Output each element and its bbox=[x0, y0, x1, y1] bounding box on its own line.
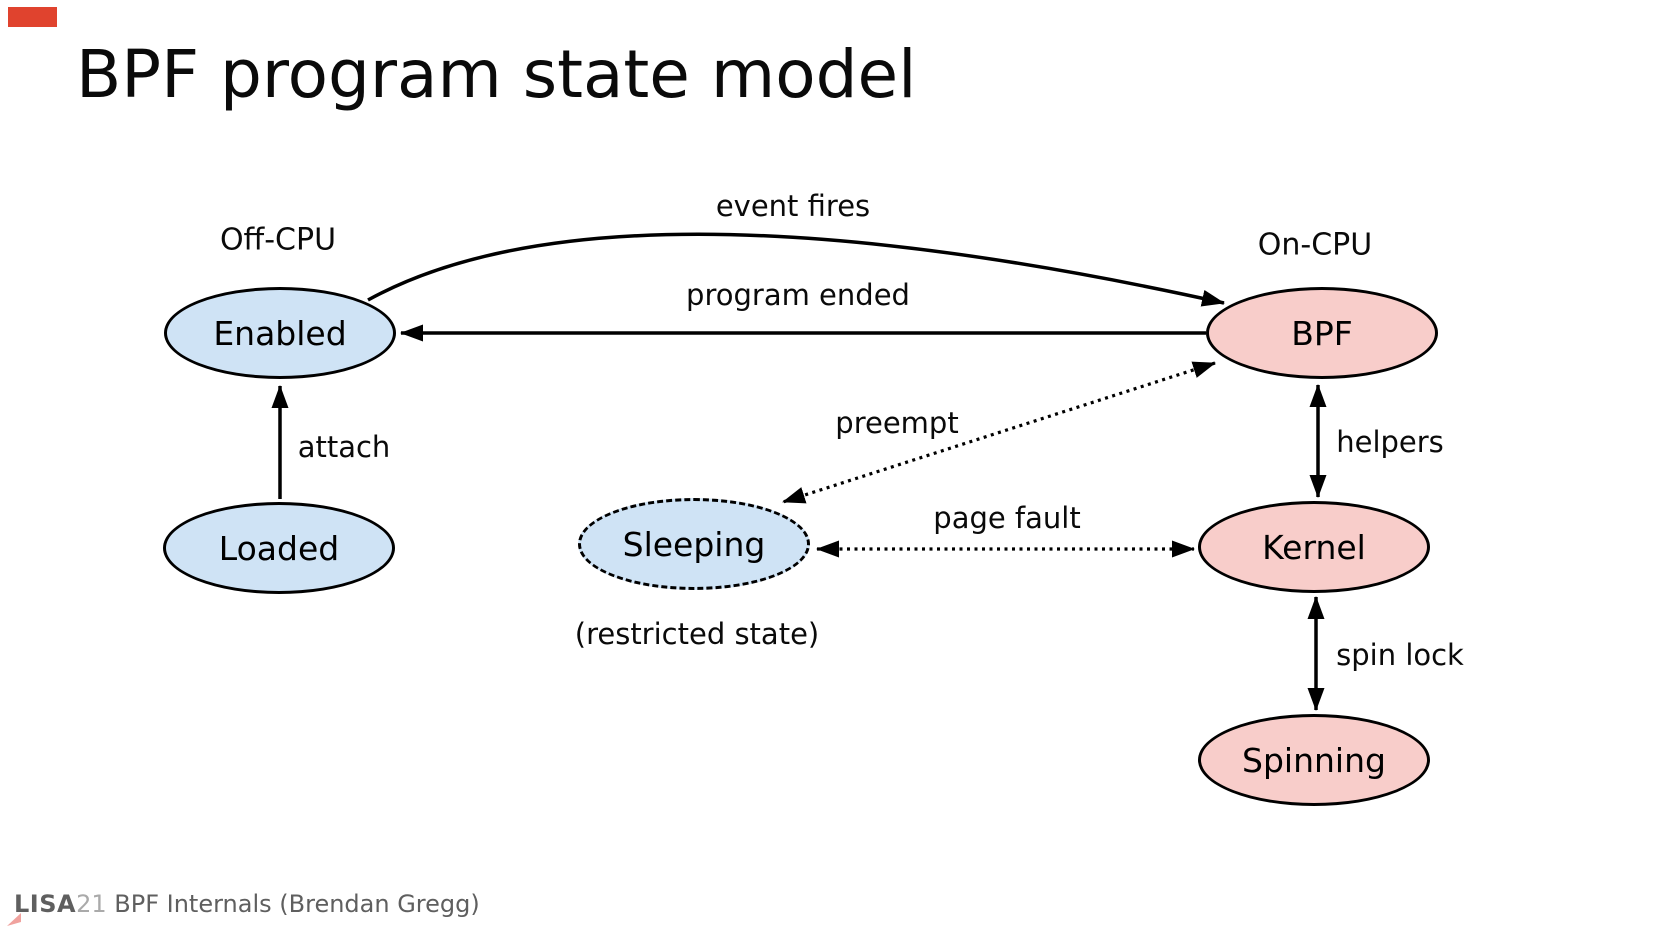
footer-brand: LISA bbox=[14, 890, 77, 918]
state-node-sleeping: Sleeping bbox=[578, 498, 810, 590]
footer: LISA21 BPF Internals (Brendan Gregg) bbox=[14, 890, 480, 918]
edge-label-event-fires: event fires bbox=[715, 189, 871, 223]
state-node-kernel: Kernel bbox=[1198, 501, 1430, 593]
region-label-off-cpu: Off-CPU bbox=[219, 222, 337, 258]
footer-brand-year: 21 bbox=[76, 890, 107, 918]
edge-label-program-ended: program ended bbox=[686, 278, 910, 312]
edge-label-attach: attach bbox=[297, 430, 391, 464]
state-node-bpf: BPF bbox=[1206, 287, 1438, 379]
state-node-loaded: Loaded bbox=[163, 502, 395, 594]
edge-label-preempt: preempt bbox=[835, 406, 959, 440]
region-label-on-cpu: On-CPU bbox=[1257, 227, 1373, 263]
note-restricted-state: (restricted state) bbox=[574, 617, 820, 651]
state-node-enabled: Enabled bbox=[164, 287, 396, 379]
state-node-kernel-label: Kernel bbox=[1262, 527, 1366, 567]
state-node-bpf-label: BPF bbox=[1291, 313, 1353, 353]
edge-label-page-fault: page fault bbox=[933, 501, 1081, 535]
state-node-spinning: Spinning bbox=[1198, 714, 1430, 806]
state-node-sleeping-label: Sleeping bbox=[622, 524, 766, 564]
state-node-loaded-label: Loaded bbox=[218, 528, 340, 568]
state-node-enabled-label: Enabled bbox=[213, 313, 347, 353]
footer-credit: BPF Internals (Brendan Gregg) bbox=[106, 890, 480, 918]
edge-label-helpers: helpers bbox=[1336, 425, 1444, 459]
edge-label-spin-lock: spin lock bbox=[1336, 638, 1464, 672]
top-left-red-bar bbox=[8, 7, 57, 27]
state-node-spinning-label: Spinning bbox=[1242, 740, 1386, 780]
page-title: BPF program state model bbox=[76, 36, 917, 113]
